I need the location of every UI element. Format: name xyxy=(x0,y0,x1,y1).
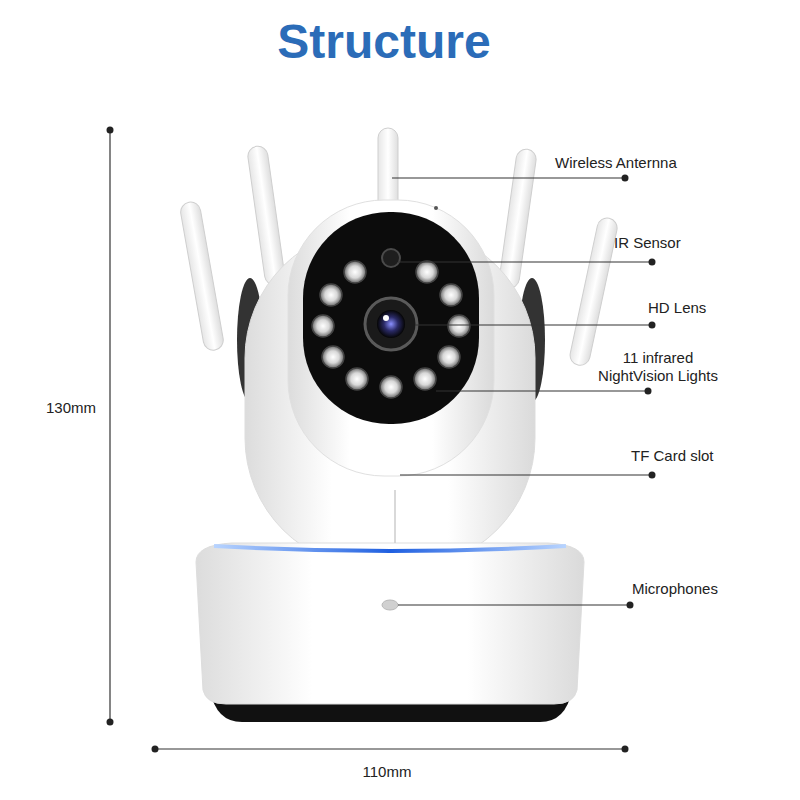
ir-led xyxy=(322,346,344,368)
leader-line xyxy=(415,324,652,325)
leader-line xyxy=(436,390,648,391)
leader-line xyxy=(398,261,652,262)
seam xyxy=(394,490,396,543)
leader-lines xyxy=(392,178,652,605)
part-label: IR Sensor xyxy=(614,234,681,252)
part-label: TF Card slot xyxy=(631,447,714,465)
ir-sensor xyxy=(382,249,400,267)
dimension-line xyxy=(155,748,625,749)
microphone-hole xyxy=(382,600,398,610)
part-label: Wireless Anternna xyxy=(555,154,677,172)
title: Structure xyxy=(277,14,490,70)
ir-led xyxy=(380,376,402,398)
blue-ring xyxy=(214,546,566,551)
lens-highlight xyxy=(383,315,389,321)
leader-dot xyxy=(649,322,656,329)
lens-glass xyxy=(377,310,405,338)
face-panel xyxy=(303,212,479,424)
leader-dot xyxy=(622,175,629,182)
leader-dot xyxy=(645,388,652,395)
dimension-label: 130mm xyxy=(46,399,96,417)
lens-ring xyxy=(365,298,417,350)
base xyxy=(196,543,584,704)
ir-led xyxy=(440,284,462,306)
ir-led xyxy=(346,368,368,390)
antenna xyxy=(247,145,286,286)
part-label: Microphones xyxy=(632,580,718,598)
antenna xyxy=(568,216,619,367)
ir-led xyxy=(320,284,342,306)
part-label: HD Lens xyxy=(648,299,706,317)
leader-line xyxy=(400,474,652,475)
dimension-dot xyxy=(622,746,629,753)
antenna xyxy=(179,201,225,352)
leader-dot xyxy=(649,472,656,479)
dimension-dot xyxy=(152,746,159,753)
dimension-line xyxy=(109,130,110,722)
dimension-dot xyxy=(107,719,114,726)
ir-led xyxy=(312,315,334,337)
leader-dot xyxy=(627,602,634,609)
leader-line xyxy=(398,604,630,605)
ir-led xyxy=(448,315,470,337)
status-dot xyxy=(434,206,438,210)
led-ring xyxy=(312,261,470,398)
leader-dot xyxy=(649,259,656,266)
camera-head xyxy=(288,200,494,476)
ir-led xyxy=(438,346,460,368)
ir-led xyxy=(414,368,436,390)
leader-line xyxy=(392,177,625,178)
ir-led xyxy=(344,261,366,283)
ir-led xyxy=(416,261,438,283)
dimension-dot xyxy=(107,127,114,134)
antenna xyxy=(498,148,537,289)
dimension-label: 110mm xyxy=(363,763,412,781)
part-label: 11 infrared NightVision Lights xyxy=(588,349,728,385)
